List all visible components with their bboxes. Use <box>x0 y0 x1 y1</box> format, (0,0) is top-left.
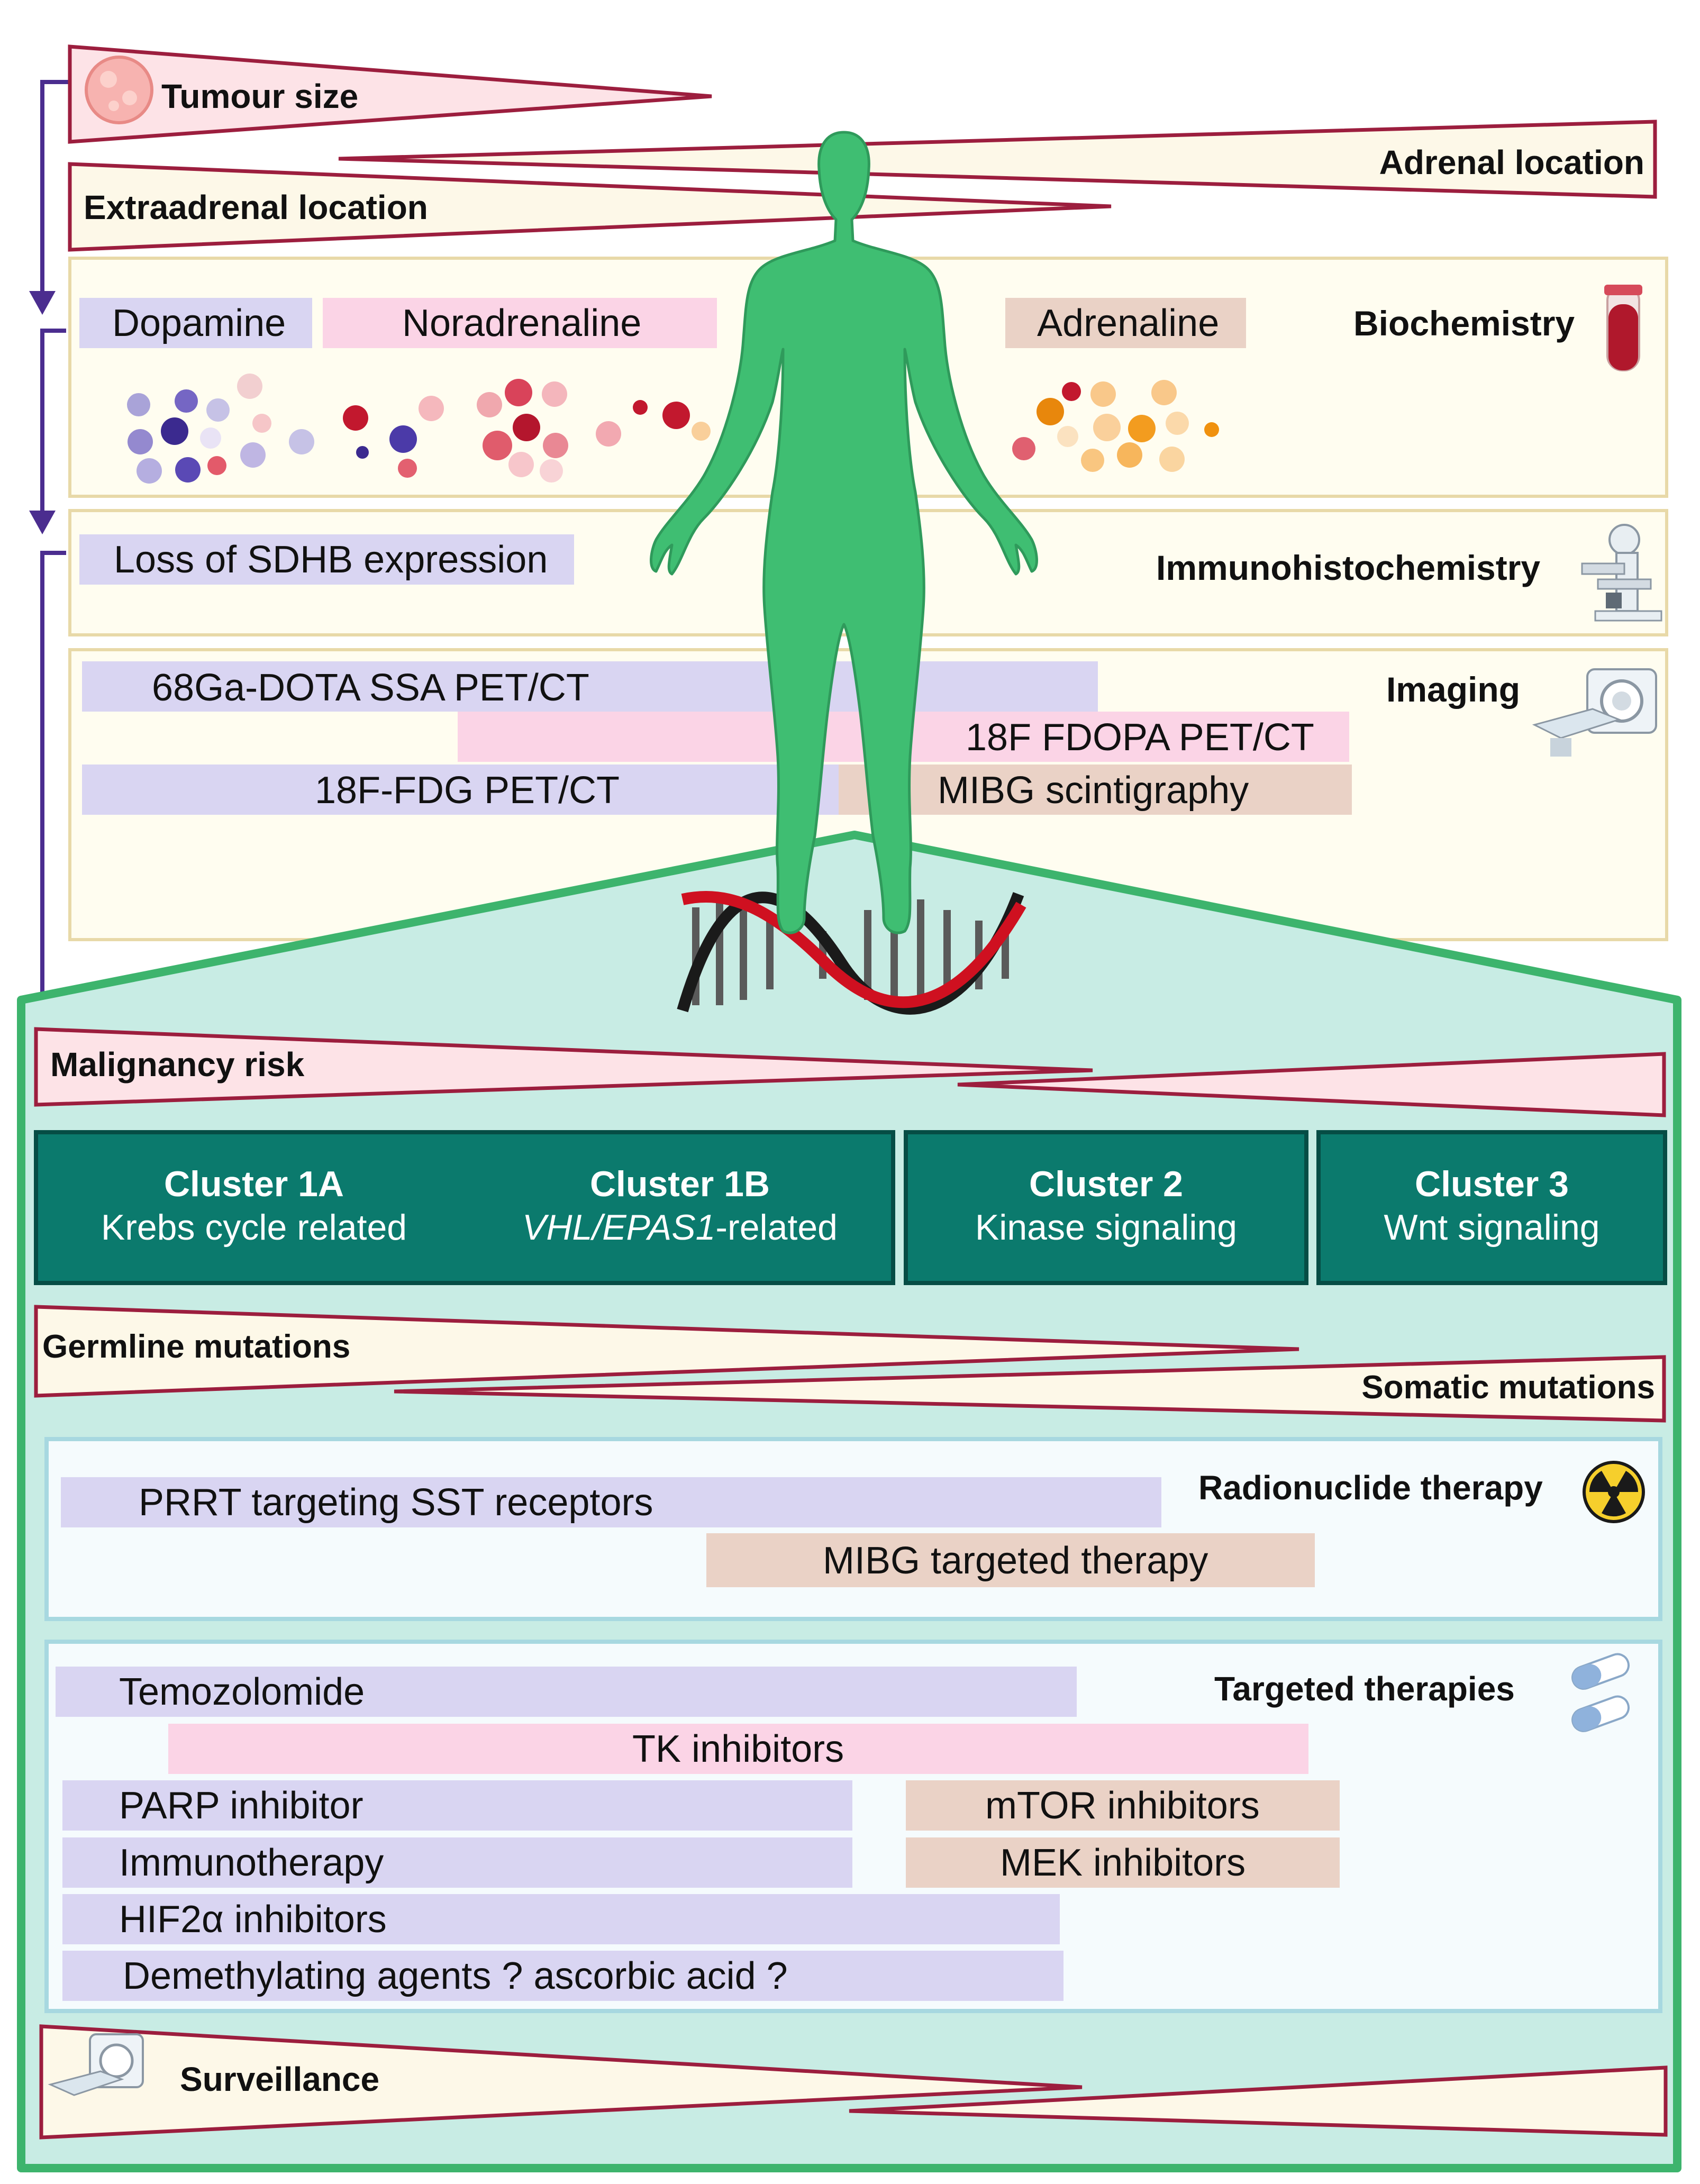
somatic-mutations-wedge <box>394 1355 1666 1423</box>
dopamine-label: Dopamine <box>112 302 286 344</box>
mtor-label: mTOR inhibitors <box>985 1785 1260 1827</box>
cluster-1b-subtitle: VHL/EPAS1-related <box>476 1206 884 1250</box>
scanner-icon <box>1532 668 1657 757</box>
cluster-box-3 <box>1316 1130 1667 1285</box>
cluster-2-subtitle: Kinase signaling <box>975 1207 1238 1248</box>
parp-label: PARP inhibitor <box>119 1785 363 1827</box>
adrenal-location-wedge <box>338 120 1657 199</box>
cluster-box-2 <box>904 1130 1308 1285</box>
surveillance-wedge-right <box>849 2065 1668 2137</box>
hif-label: HIF2α inhibitors <box>119 1898 387 1941</box>
hif-bar <box>62 1894 1060 1944</box>
blood-tube-icon <box>1604 285 1642 371</box>
catecholamine-molecules <box>127 374 1219 484</box>
somatic-mutations-label: Somatic mutations <box>1361 1369 1655 1406</box>
pills-icon <box>1571 1653 1630 1732</box>
noradrenaline-label: Noradrenaline <box>402 302 642 344</box>
tk-inhibitors-label: TK inhibitors <box>632 1728 844 1770</box>
cluster-2: Cluster 2 Kinase signaling <box>906 1163 1306 1249</box>
malignancy-risk-label: Malignancy risk <box>50 1045 305 1084</box>
parp-bar <box>62 1780 852 1831</box>
immunotherapy-label: Immunotherapy <box>119 1842 384 1884</box>
noradrenaline-bar <box>323 298 717 348</box>
malignancy-risk-wedge-left <box>34 1027 1093 1107</box>
radionuclide-panel <box>44 1437 1662 1621</box>
mtor-bar <box>906 1780 1340 1831</box>
adrenaline-bar <box>1005 298 1246 348</box>
adrenal-location-label: Adrenal location <box>1379 143 1644 181</box>
cluster-3: Cluster 3 Wnt signaling <box>1319 1163 1665 1249</box>
fdg-label: 18F-FDG PET/CT <box>315 769 620 812</box>
sdhb-bar <box>79 534 574 585</box>
flow-arrows <box>40 80 69 1008</box>
tumour-icon <box>85 56 153 124</box>
tk-inhibitors-bar <box>168 1724 1308 1774</box>
ga-dota-label: 68Ga-DOTA SSA PET/CT <box>152 667 589 709</box>
imaging-title: Imaging <box>1386 670 1521 709</box>
temozolomide-bar <box>56 1667 1077 1717</box>
mibg-therapy-label: MIBG targeted therapy <box>823 1540 1208 1582</box>
mibg-therapy-bar <box>706 1533 1315 1587</box>
microscope-icon <box>1581 524 1662 622</box>
radionuclide-title: Radionuclide therapy <box>1198 1469 1543 1507</box>
mek-label: MEK inhibitors <box>1000 1842 1246 1884</box>
ga-dota-bar <box>82 661 1098 712</box>
cluster-1b-gene-names: VHL/EPAS1 <box>522 1207 716 1248</box>
cluster-box-1 <box>34 1130 895 1285</box>
dopamine-bar <box>79 298 312 348</box>
dna-helix-icon <box>677 891 1026 1015</box>
mek-bar <box>906 1837 1340 1888</box>
prrt-bar <box>61 1477 1161 1527</box>
immunotherapy-bar <box>62 1837 852 1888</box>
cluster-1b-suffix: -related <box>715 1207 838 1248</box>
biochemistry-title: Biochemistry <box>1353 304 1575 343</box>
fdg-bar <box>82 765 839 815</box>
cluster-2-title: Cluster 2 <box>1029 1164 1183 1204</box>
extraadrenal-location-label: Extraadrenal location <box>84 188 428 226</box>
demethyl-bar <box>62 1951 1063 2001</box>
sdhb-label: Loss of SDHB expression <box>114 539 548 581</box>
extraadrenal-location-wedge <box>68 162 1112 252</box>
surveillance-wedge-left <box>39 2024 1083 2140</box>
demethyl-label: Demethylating agents ? ascorbic acid ? <box>123 1955 788 1997</box>
temozolomide-label: Temozolomide <box>119 1671 365 1713</box>
cluster-1a-subtitle: Krebs cycle related <box>101 1207 407 1248</box>
cluster-1a-title: Cluster 1A <box>163 1164 344 1204</box>
cluster-1b: Cluster 1B VHL/EPAS1-related <box>476 1163 884 1249</box>
germline-mutations-label: Germline mutations <box>42 1328 351 1365</box>
malignancy-risk-wedge-right <box>957 1052 1666 1117</box>
cluster-1b-title: Cluster 1B <box>589 1164 770 1204</box>
mibg-scintigraphy-label: MIBG scintigraphy <box>938 769 1249 812</box>
adrenaline-label: Adrenaline <box>1037 302 1220 344</box>
human-figure <box>650 131 1038 934</box>
mibg-scintigraphy-bar <box>839 765 1352 815</box>
targeted-therapies-title: Targeted therapies <box>1214 1670 1515 1708</box>
cluster-1a: Cluster 1A Krebs cycle related <box>53 1163 455 1249</box>
cluster-3-subtitle: Wnt signaling <box>1384 1207 1600 1248</box>
radiation-icon <box>1583 1461 1645 1523</box>
surveillance-label: Surveillance <box>180 2060 380 2098</box>
immunohistochemistry-title: Immunohistochemistry <box>1156 548 1541 587</box>
tumour-size-wedge <box>68 44 712 144</box>
prrt-label: PRRT targeting SST receptors <box>139 1481 653 1524</box>
germline-mutations-wedge <box>34 1305 1299 1398</box>
fdopa-label: 18F FDOPA PET/CT <box>966 716 1314 759</box>
surveillance-scanner-icon <box>48 2033 144 2096</box>
cluster-3-title: Cluster 3 <box>1415 1164 1569 1204</box>
tumour-size-label: Tumour size <box>161 77 359 115</box>
